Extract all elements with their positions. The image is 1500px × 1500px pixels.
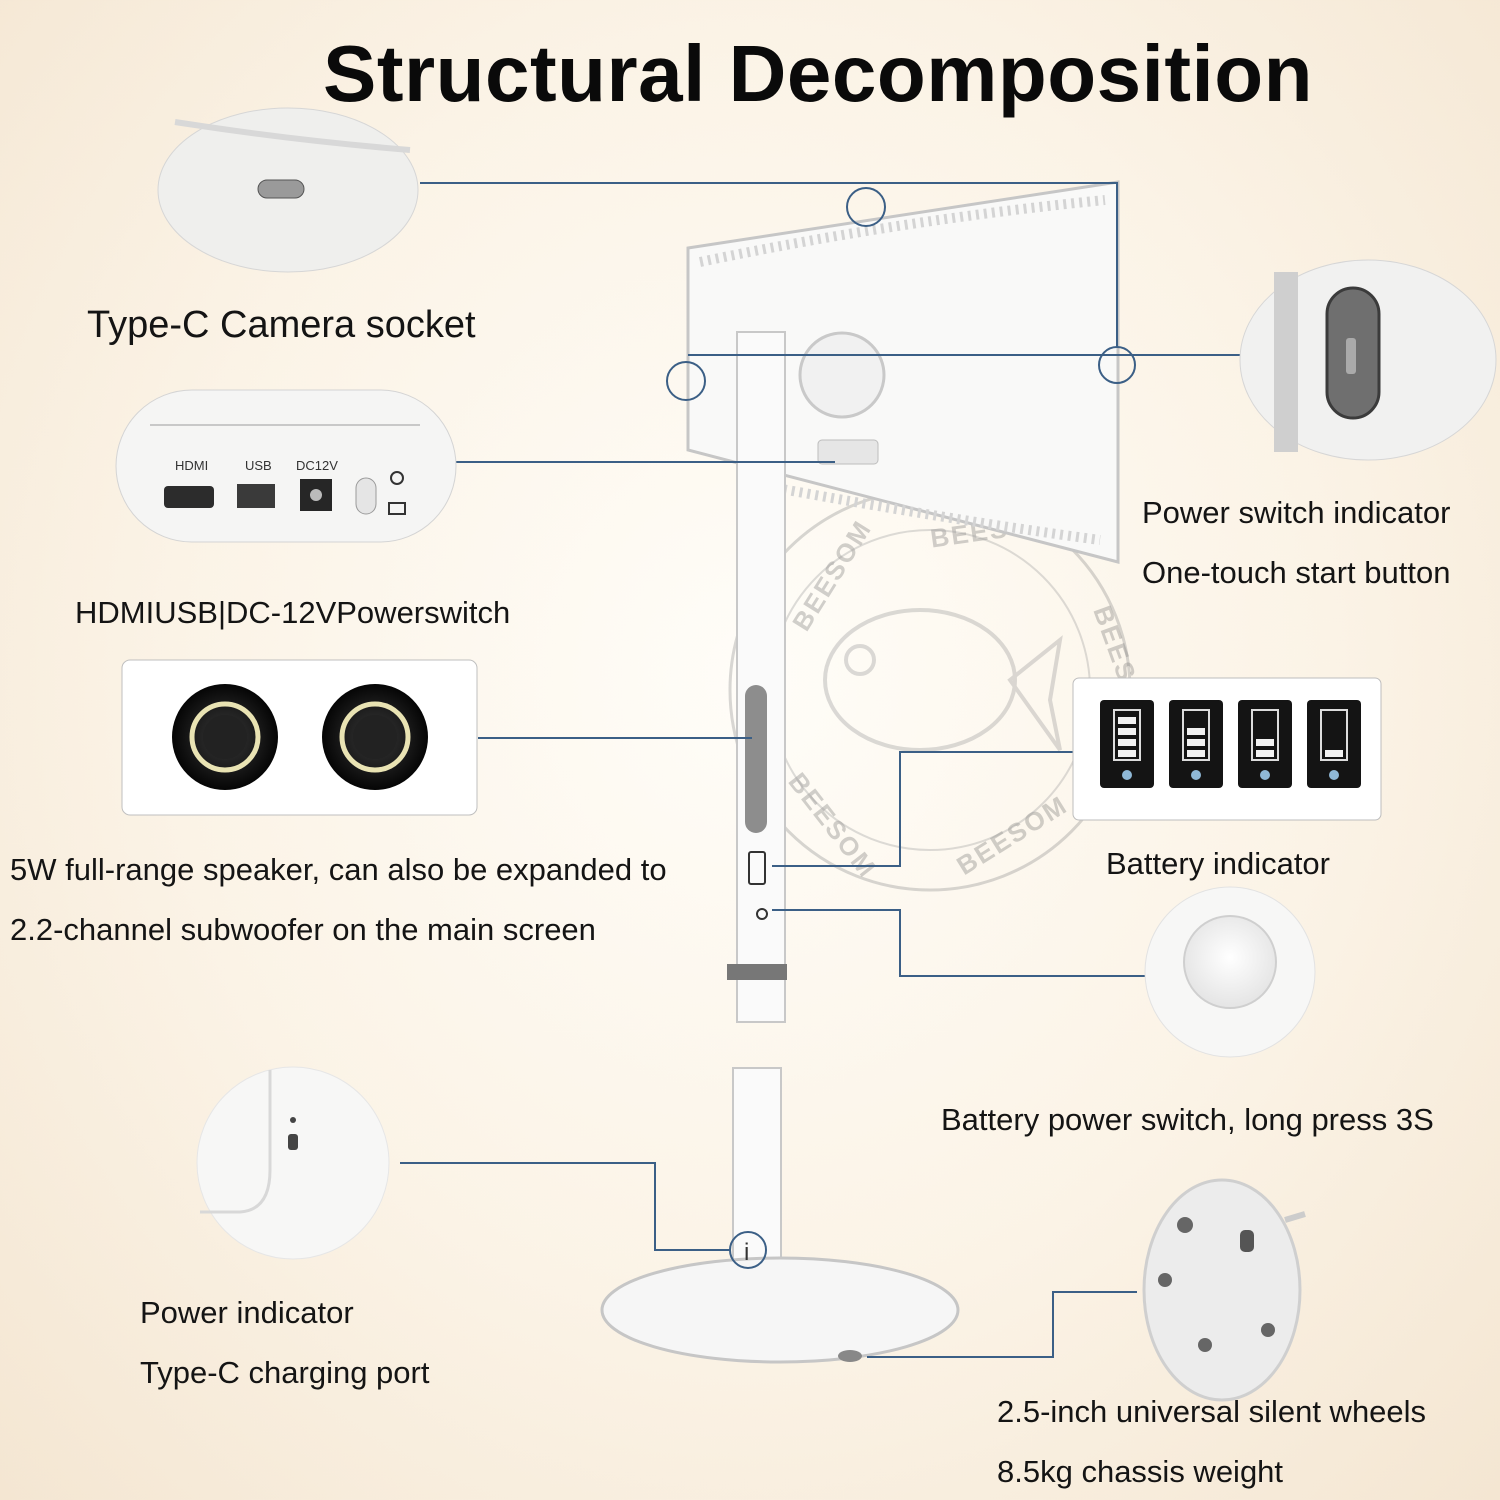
- wheels-inset: [1142, 1178, 1306, 1402]
- stand-base: [600, 1256, 960, 1364]
- wheels-label-1: 2.5-inch universal silent wheels: [997, 1394, 1427, 1429]
- page-title: Structural Decomposition: [323, 29, 1313, 118]
- battery-bar: [1325, 750, 1343, 757]
- power-switch-label-2: One-touch start button: [1142, 555, 1451, 590]
- speaker-slot: [745, 685, 767, 833]
- battery-outline: [1182, 709, 1210, 761]
- battery-led-icon: [1191, 770, 1201, 780]
- dc-port-label: DC12V: [296, 458, 338, 473]
- wheel-icon: [1240, 1230, 1254, 1252]
- power-switch-inset: [1239, 259, 1497, 461]
- usb-c-port-icon: [288, 1134, 298, 1150]
- info-icon: i: [744, 1239, 749, 1266]
- battery-bar: [1118, 739, 1136, 746]
- battery-switch-inset: [1144, 886, 1316, 1058]
- ports-label: HDMIUSB|DC-12VPowerswitch: [75, 595, 511, 630]
- hdmi-port-icon: [164, 486, 214, 508]
- wheels-label-2: 8.5kg chassis weight: [997, 1454, 1284, 1489]
- indicator-led-icon: [290, 1117, 296, 1123]
- usb-port-icon: [237, 484, 275, 508]
- battery-outline: [1251, 709, 1279, 761]
- power-indicator-label-1: Power indicator: [140, 1295, 354, 1330]
- camera-socket-label: Type-C Camera socket: [87, 304, 476, 346]
- battery-bar: [1118, 750, 1136, 757]
- power-switch-icon: [355, 477, 377, 515]
- battery-outline: [1113, 709, 1141, 761]
- round-button-icon: [1183, 915, 1277, 1009]
- wheel-icon: [1177, 1217, 1193, 1233]
- usb-port-label: USB: [245, 458, 272, 473]
- wheel-icon: [1158, 1273, 1172, 1287]
- leader-lines: [400, 182, 1245, 1358]
- wheel-icon: [1261, 1323, 1275, 1337]
- battery-bar: [1256, 750, 1274, 757]
- battery-switch-label: Battery power switch, long press 3S: [941, 1102, 1434, 1137]
- speaker-inset: [121, 659, 478, 816]
- camera-socket-inset: [157, 107, 419, 273]
- battery-bar: [1118, 728, 1136, 735]
- wheel-icon: [838, 1350, 862, 1362]
- battery-outline: [1320, 709, 1348, 761]
- speaker-label-2: 2.2-channel subwoofer on the main screen: [10, 912, 596, 947]
- battery-indicator-inset: [1072, 677, 1382, 821]
- wheel-icon: [1198, 1338, 1212, 1352]
- battery-bar: [1187, 750, 1205, 757]
- battery-bar: [1118, 717, 1136, 724]
- battery-led: [748, 851, 766, 885]
- power-indicator-inset: [196, 1066, 390, 1260]
- ports-panel-inset: HDMI USB DC12V: [115, 389, 457, 543]
- battery-led-icon: [1122, 770, 1132, 780]
- battery-led-icon: [1329, 770, 1339, 780]
- battery-led-icon: [1260, 770, 1270, 780]
- usb-c-socket-icon: [257, 179, 305, 199]
- stand-pole-upper: [736, 331, 786, 1023]
- pole-joint: [727, 964, 787, 980]
- battery-bar: [1187, 728, 1205, 735]
- speaker-label-1: 5W full-range speaker, can also be expan…: [10, 852, 667, 887]
- power-indicator-label-2: Type-C charging port: [140, 1355, 430, 1390]
- hdmi-port-label: HDMI: [175, 458, 208, 473]
- battery-button: [756, 908, 768, 920]
- battery-bar: [1256, 739, 1274, 746]
- stand-pole-lower: [732, 1067, 782, 1281]
- battery-bar: [1187, 739, 1205, 746]
- battery-indicator-label: Battery indicator: [1106, 846, 1330, 881]
- power-switch-label-1: Power switch indicator: [1142, 495, 1451, 530]
